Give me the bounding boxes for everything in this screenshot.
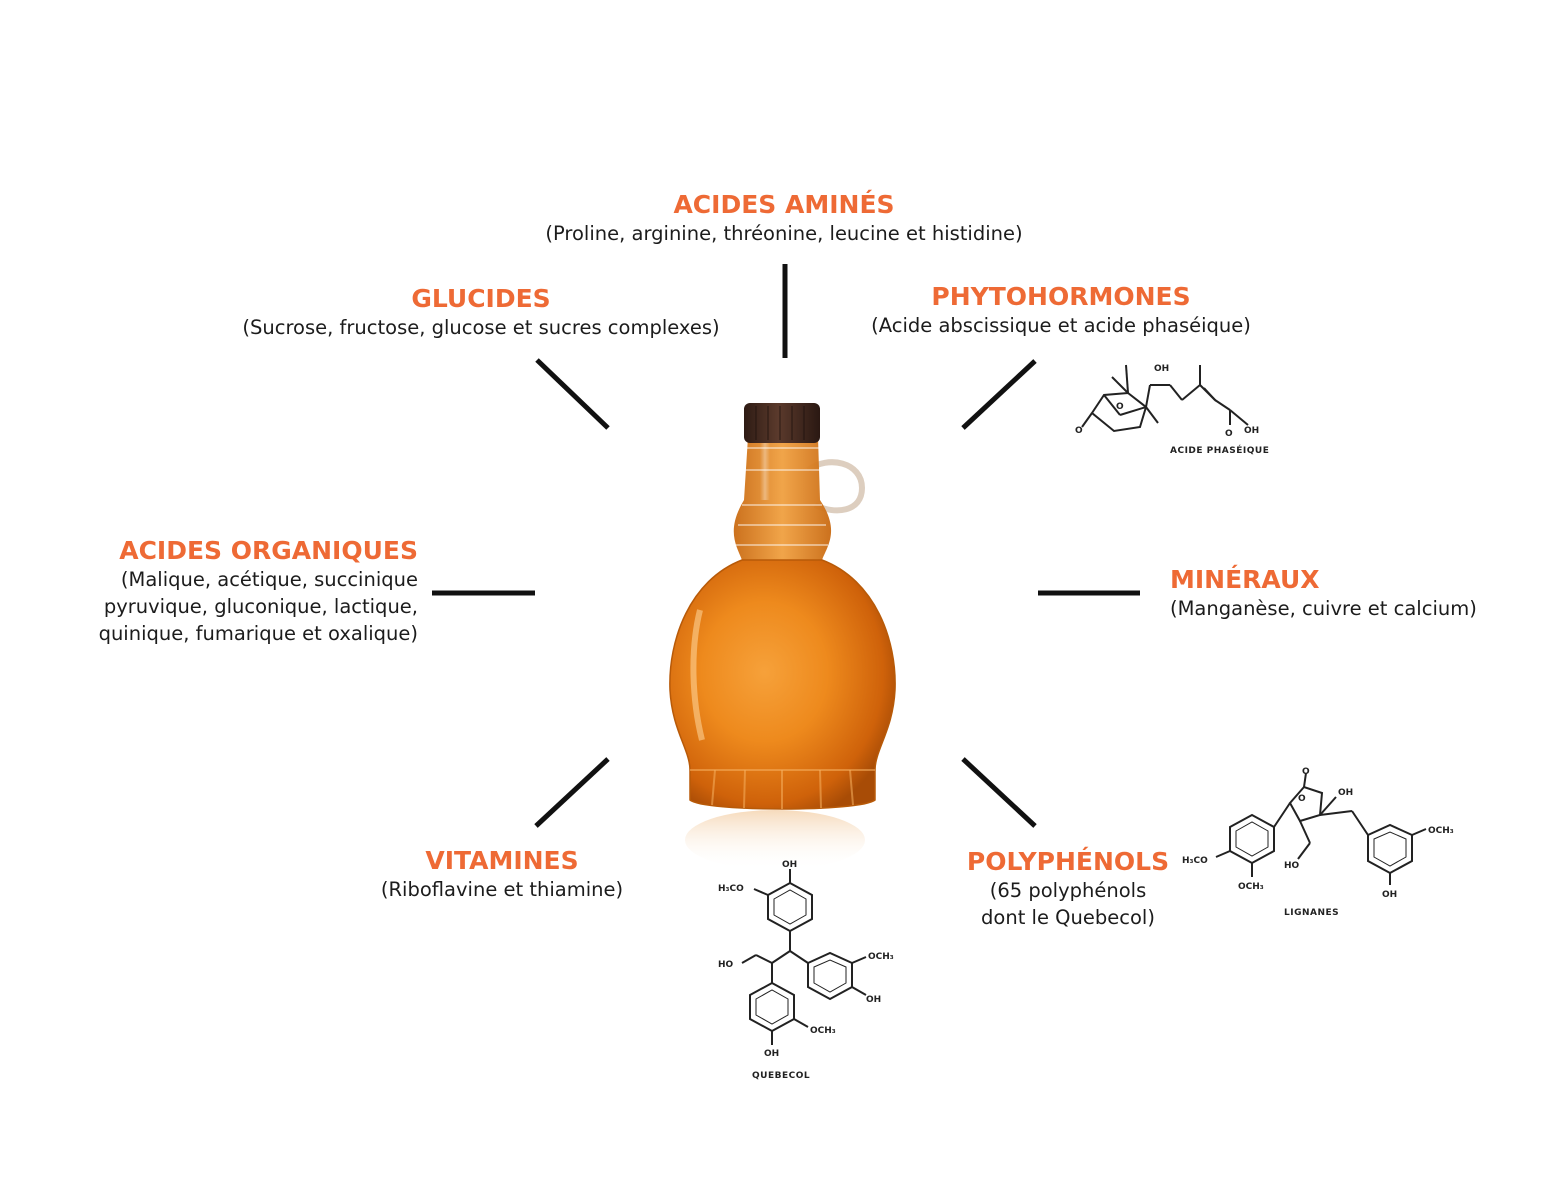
category-title: PHYTOHORMONES	[931, 282, 1191, 311]
atom-label: OCH₃	[1428, 826, 1454, 836]
atom-label: O	[1298, 794, 1306, 804]
category-polyphenols: POLYPHÉNOLS (65 polyphénols dont le Queb…	[958, 847, 1178, 931]
atom-label: OH	[782, 860, 797, 870]
connector-vitamines	[534, 757, 610, 828]
category-description: (Sucrose, fructose, glucose et sucres co…	[242, 316, 720, 339]
atom-label: O	[1075, 426, 1083, 436]
molecule-caption: QUEBECOL	[752, 1071, 810, 1081]
category-acides-organiques: ACIDES ORGANIQUES (Malique, acétique, su…	[40, 536, 418, 647]
category-glucides: GLUCIDES (Sucrose, fructose, glucose et …	[231, 284, 731, 341]
atom-label: OCH₃	[1238, 882, 1264, 892]
atom-label: OH	[866, 995, 881, 1005]
category-description: (Proline, arginine, thréonine, leucine e…	[545, 222, 1023, 245]
category-description: (Manganèse, cuivre et calcium)	[1170, 597, 1477, 620]
category-vitamines: VITAMINES (Riboflavine et thiamine)	[351, 846, 653, 903]
syrup-bottle	[669, 403, 896, 870]
category-description: (Acide abscissique et acide phaséique)	[871, 314, 1251, 337]
molecule-lignanes: O O OH HO H₃CO OCH₃ OCH₃ OH LIGNANES	[1182, 767, 1454, 918]
description-line: (65 polyphénols	[989, 879, 1147, 902]
atom-label: OH	[1338, 788, 1353, 798]
category-title: MINÉRAUX	[1170, 565, 1320, 594]
atom-label: OH	[1154, 364, 1169, 374]
connector-polyphenols	[961, 757, 1037, 828]
atom-label: HO	[1284, 861, 1300, 871]
description-line: dont le Quebecol)	[981, 906, 1155, 929]
molecule-acide-phaseique: OH O O O OH ACIDE PHASÉIQUE	[1075, 364, 1269, 456]
atom-label: O	[1116, 402, 1124, 412]
category-description: (Riboflavine et thiamine)	[380, 878, 624, 901]
atom-label: HO	[718, 960, 734, 970]
atom-label: OCH₃	[810, 1026, 836, 1036]
atom-label: H₃CO	[1182, 856, 1208, 866]
description-line: quinique, fumarique et oxalique)	[98, 622, 418, 645]
connector-glucides	[535, 358, 610, 430]
category-title: VITAMINES	[425, 846, 579, 875]
category-phytohormones: PHYTOHORMONES (Acide abscissique et acid…	[861, 282, 1261, 339]
category-title: ACIDES ORGANIQUES	[119, 536, 418, 565]
atom-label: OH	[1382, 890, 1397, 900]
atom-label: O	[1302, 767, 1310, 777]
category-title: POLYPHÉNOLS	[966, 847, 1170, 876]
category-description: (65 polyphénols dont le Quebecol)	[958, 877, 1178, 931]
category-title: GLUCIDES	[411, 284, 551, 313]
category-mineraux: MINÉRAUX (Manganèse, cuivre et calcium)	[1170, 565, 1540, 622]
description-line: pyruvique, gluconique, lactique,	[103, 595, 418, 618]
category-description: (Malique, acétique, succinique pyruvique…	[40, 566, 418, 647]
description-line: (Malique, acétique, succinique	[120, 568, 418, 591]
connector-lines	[432, 264, 1140, 828]
category-title: ACIDES AMINÉS	[673, 190, 895, 219]
atom-label: OH	[764, 1049, 779, 1059]
connector-phytohormones	[961, 359, 1037, 430]
molecule-caption: LIGNANES	[1284, 908, 1339, 918]
atom-label: OCH₃	[868, 952, 894, 962]
molecule-caption: ACIDE PHASÉIQUE	[1170, 444, 1269, 456]
atom-label: O	[1225, 429, 1233, 439]
atom-label: OH	[1244, 426, 1259, 436]
molecule-quebecol: OH H₃CO HO OCH₃ OH OCH₃ OH QUEBECOL	[718, 860, 894, 1081]
category-acides-amines: ACIDES AMINÉS (Proline, arginine, thréon…	[484, 190, 1084, 247]
atom-label: H₃CO	[718, 884, 744, 894]
